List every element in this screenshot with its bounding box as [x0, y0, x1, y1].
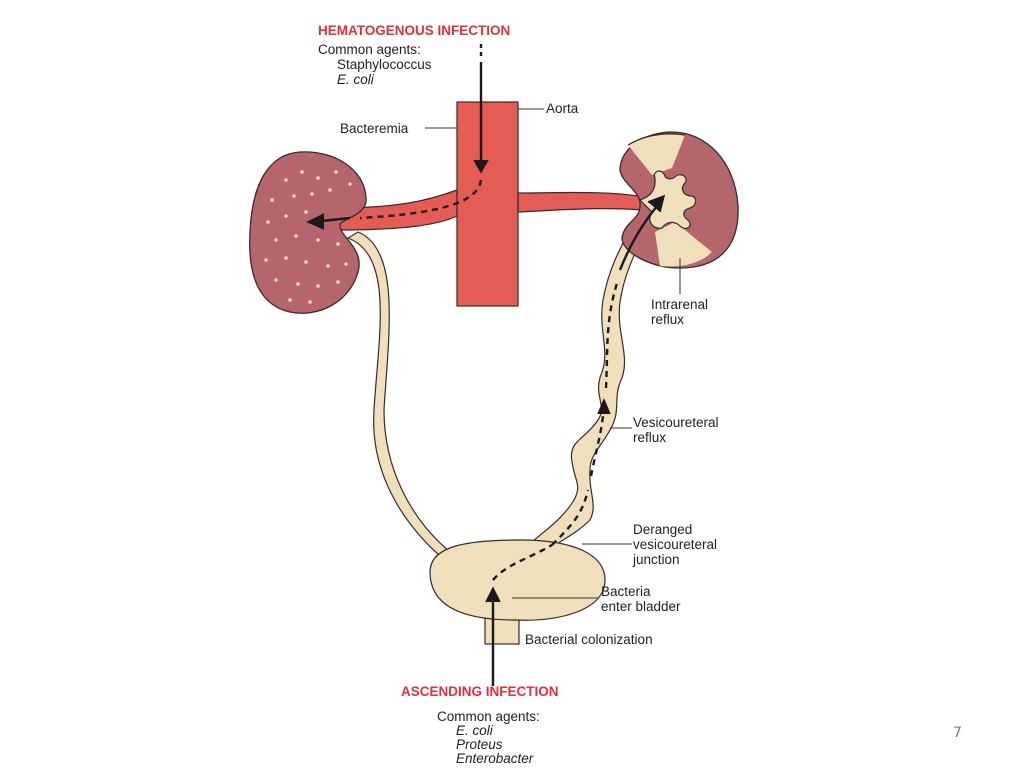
vesicoureteral-reflux-label: Vesicoureteral	[633, 415, 719, 430]
bacterial-colonization-label: Bacterial colonization	[525, 632, 653, 647]
bacteria-enter-bladder-label: enter bladder	[601, 599, 681, 614]
bacteremia-label: Bacteremia	[340, 121, 409, 136]
left-ureter	[346, 231, 452, 557]
aorta	[456, 101, 519, 307]
ascending-agent: Proteus	[456, 737, 503, 752]
ascending-agent: E. coli	[456, 723, 493, 738]
hematogenous-agent: E. coli	[337, 72, 374, 87]
intrarenal-reflux-label: Intrarenal	[651, 297, 709, 312]
left-kidney-abscess-dots	[264, 170, 352, 304]
bladder	[429, 539, 606, 621]
leader-lines	[425, 108, 681, 599]
ascending-agents-label: Common agents:	[437, 709, 540, 724]
hematogenous-agents-label: Common agents:	[318, 42, 421, 57]
page-number: 7	[953, 725, 962, 741]
right-renal-vessel	[517, 191, 653, 213]
vesicoureteral-reflux-label: reflux	[633, 430, 667, 445]
right-ureter	[523, 211, 653, 557]
ascending-arrow	[485, 194, 666, 686]
intrarenal-reflux-label: reflux	[651, 312, 685, 327]
deranged-junction-label: junction	[633, 552, 680, 567]
deranged-junction-label: Deranged	[633, 522, 693, 537]
ascending-agent: Enterobacter	[456, 751, 534, 766]
hematogenous-arrow	[306, 44, 489, 230]
intrarenal-reflux-wedge-top	[628, 133, 685, 175]
left-kidney	[249, 151, 367, 314]
bacteria-enter-bladder-label: Bacteria	[601, 584, 651, 599]
hematogenous-agent: Staphylococcus	[337, 57, 432, 72]
ascending-title: ASCENDING INFECTION	[401, 684, 559, 699]
aorta-label: Aorta	[546, 101, 579, 116]
deranged-junction-label: vesicoureteral	[633, 537, 718, 552]
intrarenal-reflux-wedge-bottom	[655, 222, 712, 267]
renal-pelvis	[638, 170, 697, 230]
hematogenous-title: HEMATOGENOUS INFECTION	[318, 23, 511, 38]
